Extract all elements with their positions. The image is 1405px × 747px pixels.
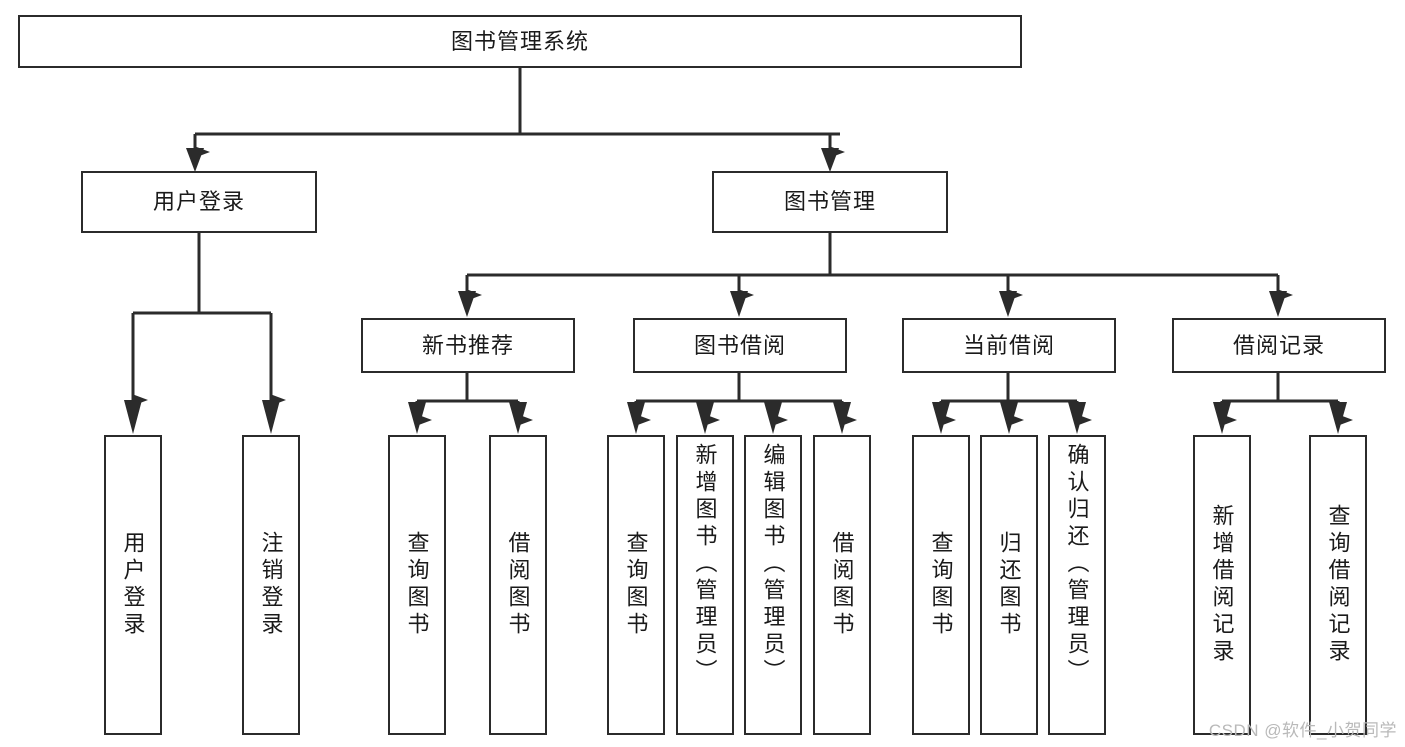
node-current-borrow[interactable]: 当前借阅 [902,318,1116,373]
node-book-management-label: 图书管理 [783,189,876,214]
leaf-confirm-return-admin[interactable]: 确认归还（管理员） [1048,435,1106,735]
leaf-query-book-3[interactable]: 查询图书 [912,435,970,735]
leaf-edit-book-admin[interactable]: 编辑图书（管理员） [744,435,802,735]
leaf-query-book-3-label: 查询图书 [928,531,954,639]
node-book-borrow[interactable]: 图书借阅 [633,318,847,373]
leaf-return-book-label: 归还图书 [996,531,1022,639]
node-user-login[interactable]: 用户登录 [81,171,317,233]
leaf-add-borrow-record-label: 新增借阅记录 [1209,504,1235,666]
leaf-user-login[interactable]: 用户登录 [104,435,162,735]
node-book-management[interactable]: 图书管理 [712,171,948,233]
leaf-query-book-1-label: 查询图书 [404,531,430,639]
leaf-borrow-book-2-label: 借阅图书 [829,531,855,639]
leaf-add-book-admin[interactable]: 新增图书（管理员） [676,435,734,735]
node-book-borrow-label: 图书借阅 [693,332,786,358]
node-root-label: 图书管理系统 [450,28,589,54]
leaf-edit-book-admin-label: 编辑图书（管理员） [760,443,786,686]
node-user-login-label: 用户登录 [152,189,245,214]
leaf-return-book[interactable]: 归还图书 [980,435,1038,735]
leaf-logout-login-label: 注销登录 [258,531,284,639]
leaf-query-borrow-record-label: 查询借阅记录 [1325,504,1351,666]
csdn-watermark: CSDN @软件_小贺同学 [1208,721,1397,740]
leaf-query-book-2[interactable]: 查询图书 [607,435,665,735]
node-current-borrow-label: 当前借阅 [962,332,1055,358]
leaf-add-book-admin-label: 新增图书（管理员） [692,443,718,686]
leaf-borrow-book-2[interactable]: 借阅图书 [813,435,871,735]
leaf-query-borrow-record[interactable]: 查询借阅记录 [1309,435,1367,735]
node-borrow-record[interactable]: 借阅记录 [1172,318,1386,373]
leaf-query-book-1[interactable]: 查询图书 [388,435,446,735]
leaf-confirm-return-admin-label: 确认归还（管理员） [1064,443,1090,686]
node-new-book-recommend-label: 新书推荐 [421,332,514,358]
node-new-book-recommend[interactable]: 新书推荐 [361,318,575,373]
node-borrow-record-label: 借阅记录 [1232,332,1325,358]
leaf-logout-login[interactable]: 注销登录 [242,435,300,735]
leaf-user-login-label: 用户登录 [120,531,146,639]
leaf-borrow-book-1-label: 借阅图书 [505,531,531,639]
node-root[interactable]: 图书管理系统 [18,15,1022,68]
leaf-borrow-book-1[interactable]: 借阅图书 [489,435,547,735]
leaf-query-book-2-label: 查询图书 [623,531,649,639]
leaf-add-borrow-record[interactable]: 新增借阅记录 [1193,435,1251,735]
